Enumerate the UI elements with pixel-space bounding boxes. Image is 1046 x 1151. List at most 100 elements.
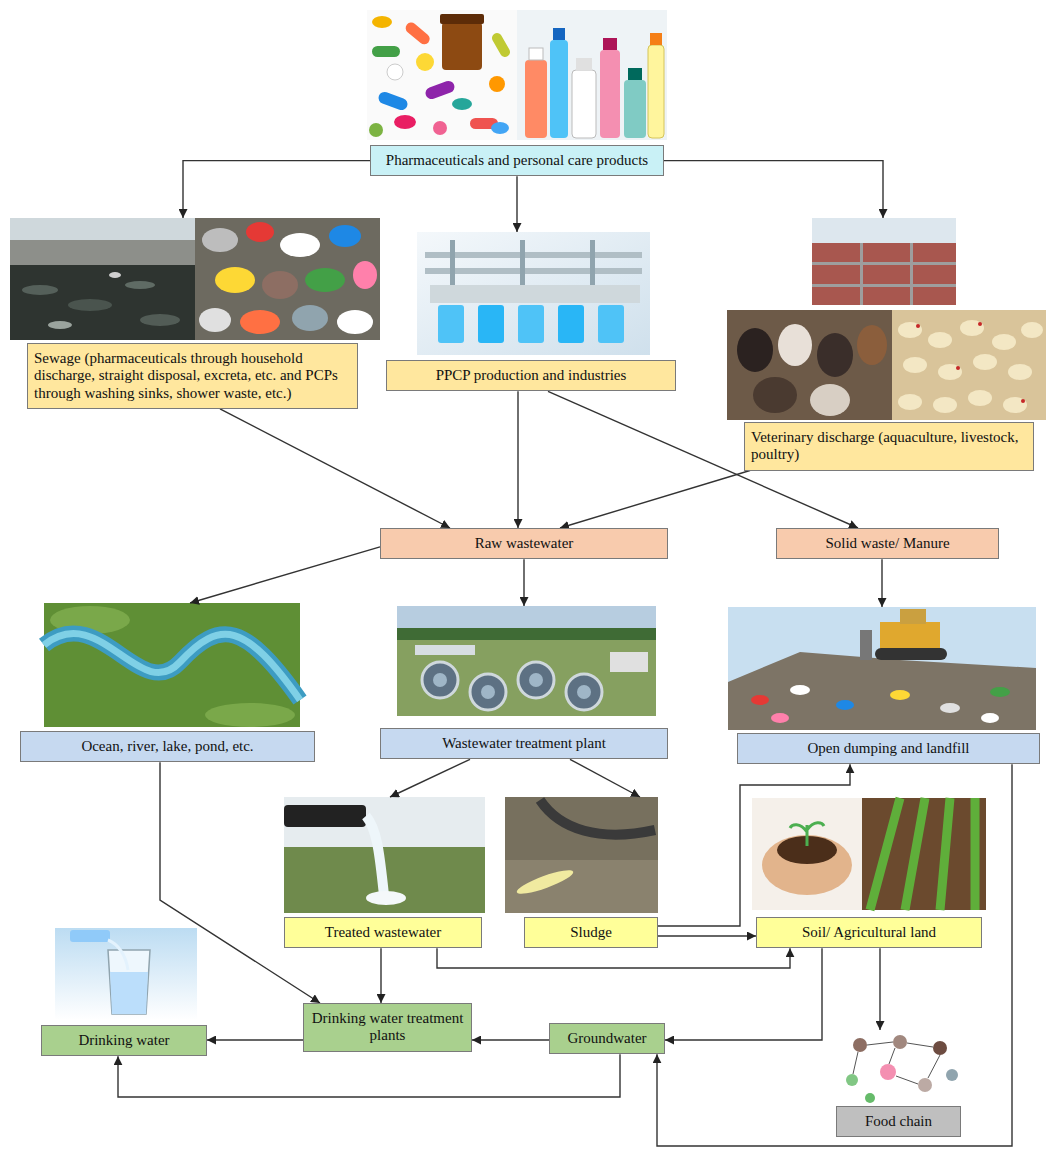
treatment-plant-photo-part bbox=[397, 628, 656, 640]
food-chain-figure-part bbox=[835, 1030, 965, 1106]
livestock-photo-part bbox=[973, 354, 997, 370]
treatment-plant-photo bbox=[397, 606, 656, 716]
industry-photo-part bbox=[478, 305, 504, 343]
landfill-photo-part bbox=[900, 609, 926, 624]
node-label: Raw wastewater bbox=[380, 528, 668, 559]
livestock-photo-part bbox=[737, 328, 773, 372]
drinking-water-photo-part bbox=[55, 928, 197, 1020]
livestock-photo-part bbox=[933, 397, 957, 413]
pills-photo-part bbox=[489, 76, 505, 92]
flow-arrow bbox=[658, 935, 756, 936]
pills-photo-part bbox=[387, 64, 403, 80]
cosmetics-photo-part bbox=[648, 45, 664, 138]
flow-arrow bbox=[516, 176, 517, 232]
industry-photo-part bbox=[438, 305, 464, 343]
industry-photo-part bbox=[598, 305, 624, 343]
node-box: Drinking water bbox=[41, 928, 207, 1056]
sewage-photo-part bbox=[125, 281, 155, 289]
cosmetics-photo-part bbox=[529, 48, 543, 60]
node-box: Ocean, river, lake, pond, etc. bbox=[20, 603, 315, 762]
aquaculture-photo-part bbox=[812, 284, 956, 287]
flow-arrow bbox=[207, 1039, 303, 1040]
aquaculture-photo-part bbox=[910, 243, 913, 305]
drinking-water-photo bbox=[55, 928, 197, 1020]
pills-photo-part bbox=[372, 46, 400, 57]
pills-photo-part bbox=[491, 122, 509, 134]
landfill-photo-part bbox=[981, 713, 999, 723]
cosmetics-photo-part bbox=[600, 50, 620, 138]
livestock-photo-part bbox=[938, 364, 962, 380]
sewage-photo-part bbox=[140, 314, 180, 326]
aquaculture-photo-part bbox=[812, 218, 956, 243]
outfall-photo-part bbox=[284, 797, 485, 847]
sewage-photo-part bbox=[22, 285, 58, 295]
sewage-photo-part bbox=[109, 272, 121, 278]
node-box: Wastewater treatment plant bbox=[380, 606, 668, 759]
cosmetics-photo-part bbox=[572, 70, 596, 138]
flow-arrow bbox=[390, 759, 470, 797]
node-label: Wastewater treatment plant bbox=[380, 728, 668, 759]
treatment-plant-photo-part bbox=[481, 685, 495, 699]
livestock-photo-part bbox=[892, 310, 1046, 420]
livestock-photo-part bbox=[753, 377, 797, 413]
node-box: Raw wastewater bbox=[380, 528, 668, 559]
node-label: Solid waste/ Manure bbox=[776, 528, 999, 559]
cosmetics-photo-part bbox=[603, 38, 617, 50]
food-chain-figure-part bbox=[865, 1093, 875, 1103]
livestock-photo-part bbox=[960, 320, 984, 336]
flow-arrow bbox=[517, 391, 518, 528]
sewage-photo bbox=[10, 218, 195, 340]
livestock-photo-part bbox=[817, 333, 853, 377]
landfill-photo-part bbox=[728, 652, 1036, 730]
pills-photo-part bbox=[394, 115, 416, 129]
pills-photo-part bbox=[452, 98, 472, 110]
treatment-plant-photo-part bbox=[470, 674, 506, 710]
aquaculture-photo-part bbox=[812, 262, 956, 265]
landfill-photo-part bbox=[990, 687, 1010, 697]
garbage-photo-part bbox=[262, 271, 298, 299]
river-photo-part bbox=[205, 703, 295, 727]
food-chain-figure-part bbox=[880, 1064, 896, 1080]
landfill-photo-part bbox=[940, 703, 960, 713]
node-label: Ocean, river, lake, pond, etc. bbox=[20, 731, 315, 762]
pills-photo-part bbox=[372, 16, 392, 28]
drinking-water-photo-part bbox=[70, 930, 110, 942]
node-label: PPCP production and industries bbox=[386, 360, 676, 391]
landfill-photo-part bbox=[790, 685, 810, 695]
industry-photo bbox=[417, 232, 650, 355]
cosmetics-photo bbox=[517, 10, 667, 140]
aquaculture-photo bbox=[812, 218, 956, 305]
livestock-photo-part bbox=[898, 322, 922, 338]
garbage-photo-part bbox=[195, 218, 380, 340]
industry-photo-part bbox=[425, 252, 642, 258]
node-box: Drinking water treatment plants bbox=[303, 1003, 472, 1052]
landfill-photo-part bbox=[751, 695, 769, 705]
landfill-photo-part bbox=[771, 713, 789, 723]
node-label: Veterinary discharge (aquaculture, lives… bbox=[744, 422, 1034, 471]
pills-photo-part bbox=[440, 14, 484, 24]
pills-photo-part bbox=[367, 10, 517, 140]
livestock-photo-part bbox=[903, 357, 927, 373]
garbage-photo-part bbox=[199, 308, 231, 332]
garbage-photo-part bbox=[215, 267, 255, 293]
flow-arrow bbox=[437, 948, 790, 968]
pills-photo-part bbox=[377, 90, 409, 112]
flow-arrow bbox=[570, 759, 640, 797]
garbage-photo-part bbox=[292, 305, 328, 331]
food-chain-figure-part bbox=[933, 1041, 947, 1055]
garbage-photo-part bbox=[353, 261, 377, 289]
garbage-photo-part bbox=[329, 225, 361, 247]
landfill-photo-part bbox=[860, 630, 872, 660]
livestock-photo-part bbox=[1021, 399, 1025, 403]
livestock-photo-part bbox=[978, 322, 982, 326]
pills-photo-part bbox=[403, 20, 432, 46]
sewage-photo-part bbox=[10, 265, 195, 340]
node-label: Sludge bbox=[524, 917, 658, 948]
node-box: Soil/ Agricultural land bbox=[756, 798, 982, 948]
sludge-photo-part bbox=[515, 866, 575, 898]
cosmetics-photo-part bbox=[628, 68, 642, 80]
node-label: Drinking water treatment plants bbox=[303, 1003, 472, 1052]
drinking-water-photo-part bbox=[108, 950, 150, 1014]
landfill-photo-part bbox=[728, 607, 1036, 730]
outfall-photo-part bbox=[366, 891, 406, 905]
